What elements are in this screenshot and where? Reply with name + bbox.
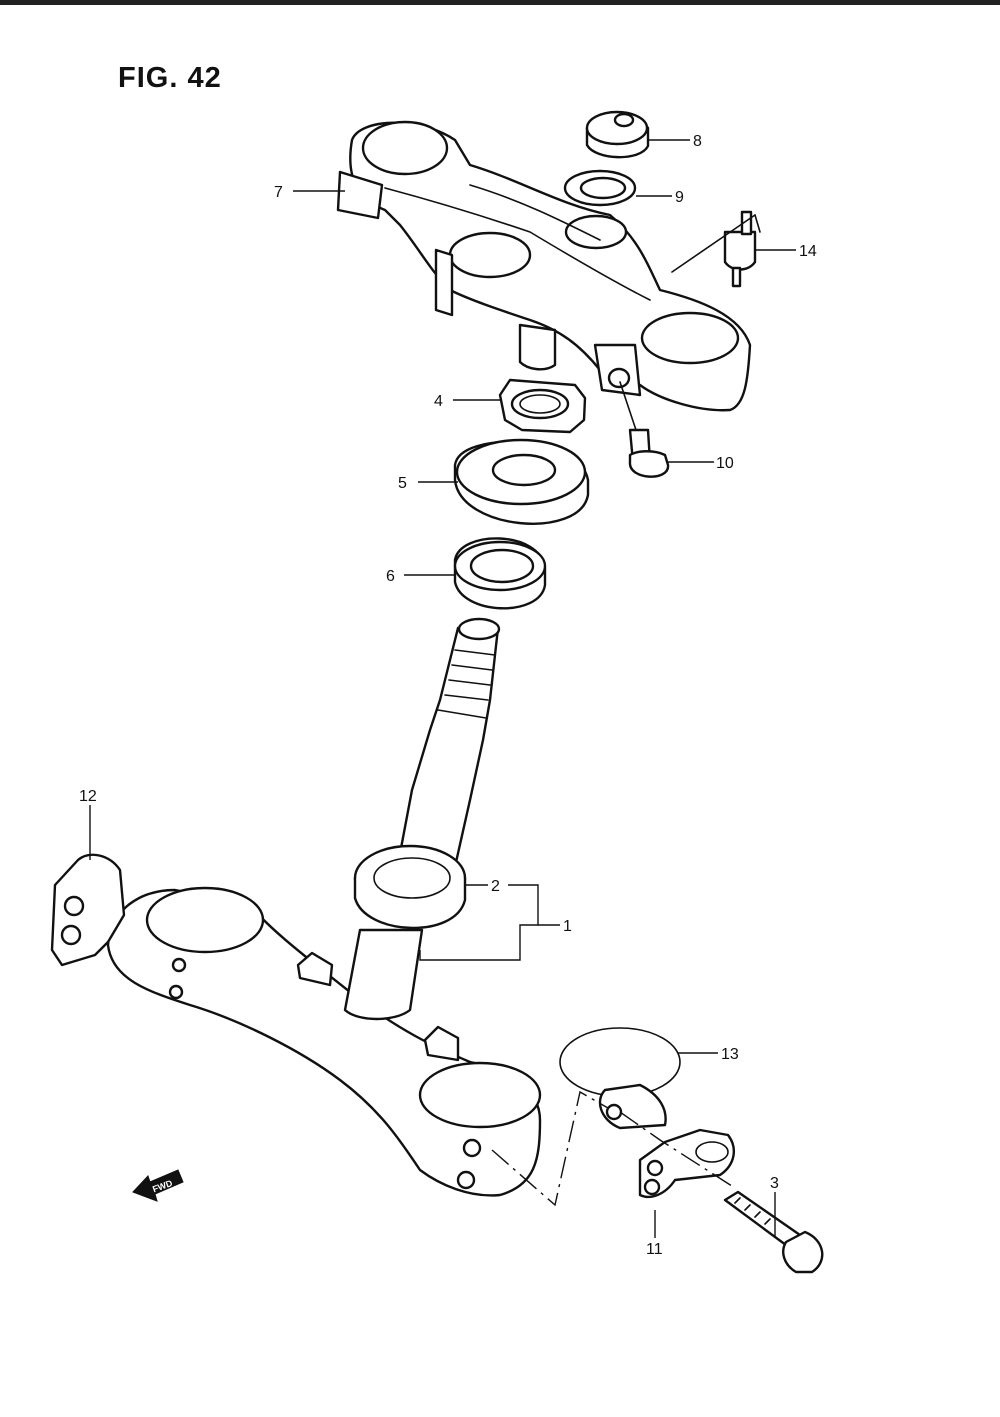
callout-10: 10 [716, 455, 734, 472]
cable-bracket [50, 853, 126, 967]
callout-2: 2 [491, 878, 500, 895]
hose-clamp [559, 1027, 681, 1130]
callout-9: 9 [675, 189, 684, 206]
callout-11: 11 [646, 1241, 663, 1258]
clamp-bolt [619, 381, 670, 478]
fwd-arrow-icon: FWD [132, 1169, 184, 1202]
callout-8: 8 [693, 133, 702, 150]
hex-bolt [723, 1190, 824, 1274]
dust-seal [453, 438, 590, 525]
callout-14: 14 [799, 243, 817, 260]
callout-6: 6 [386, 568, 395, 585]
washer [563, 169, 637, 207]
steering-stem [393, 617, 501, 882]
callout-1: 1 [563, 918, 572, 935]
figure-title: FIG. 42 [118, 62, 222, 94]
lock-nut [498, 378, 587, 434]
callout-4: 4 [434, 393, 443, 410]
callout-7: 7 [274, 184, 283, 201]
lower-bracket [106, 844, 542, 1197]
pipe-clamp [638, 1128, 736, 1199]
callout-5: 5 [398, 475, 407, 492]
top-border [0, 0, 1000, 5]
callout-12: 12 [79, 788, 97, 805]
cap-nut [585, 110, 650, 159]
damper-part [671, 210, 761, 288]
callout-3: 3 [770, 1175, 779, 1192]
upper-bracket [336, 120, 752, 412]
callout-13: 13 [721, 1046, 739, 1063]
upper-bearing [453, 537, 547, 610]
